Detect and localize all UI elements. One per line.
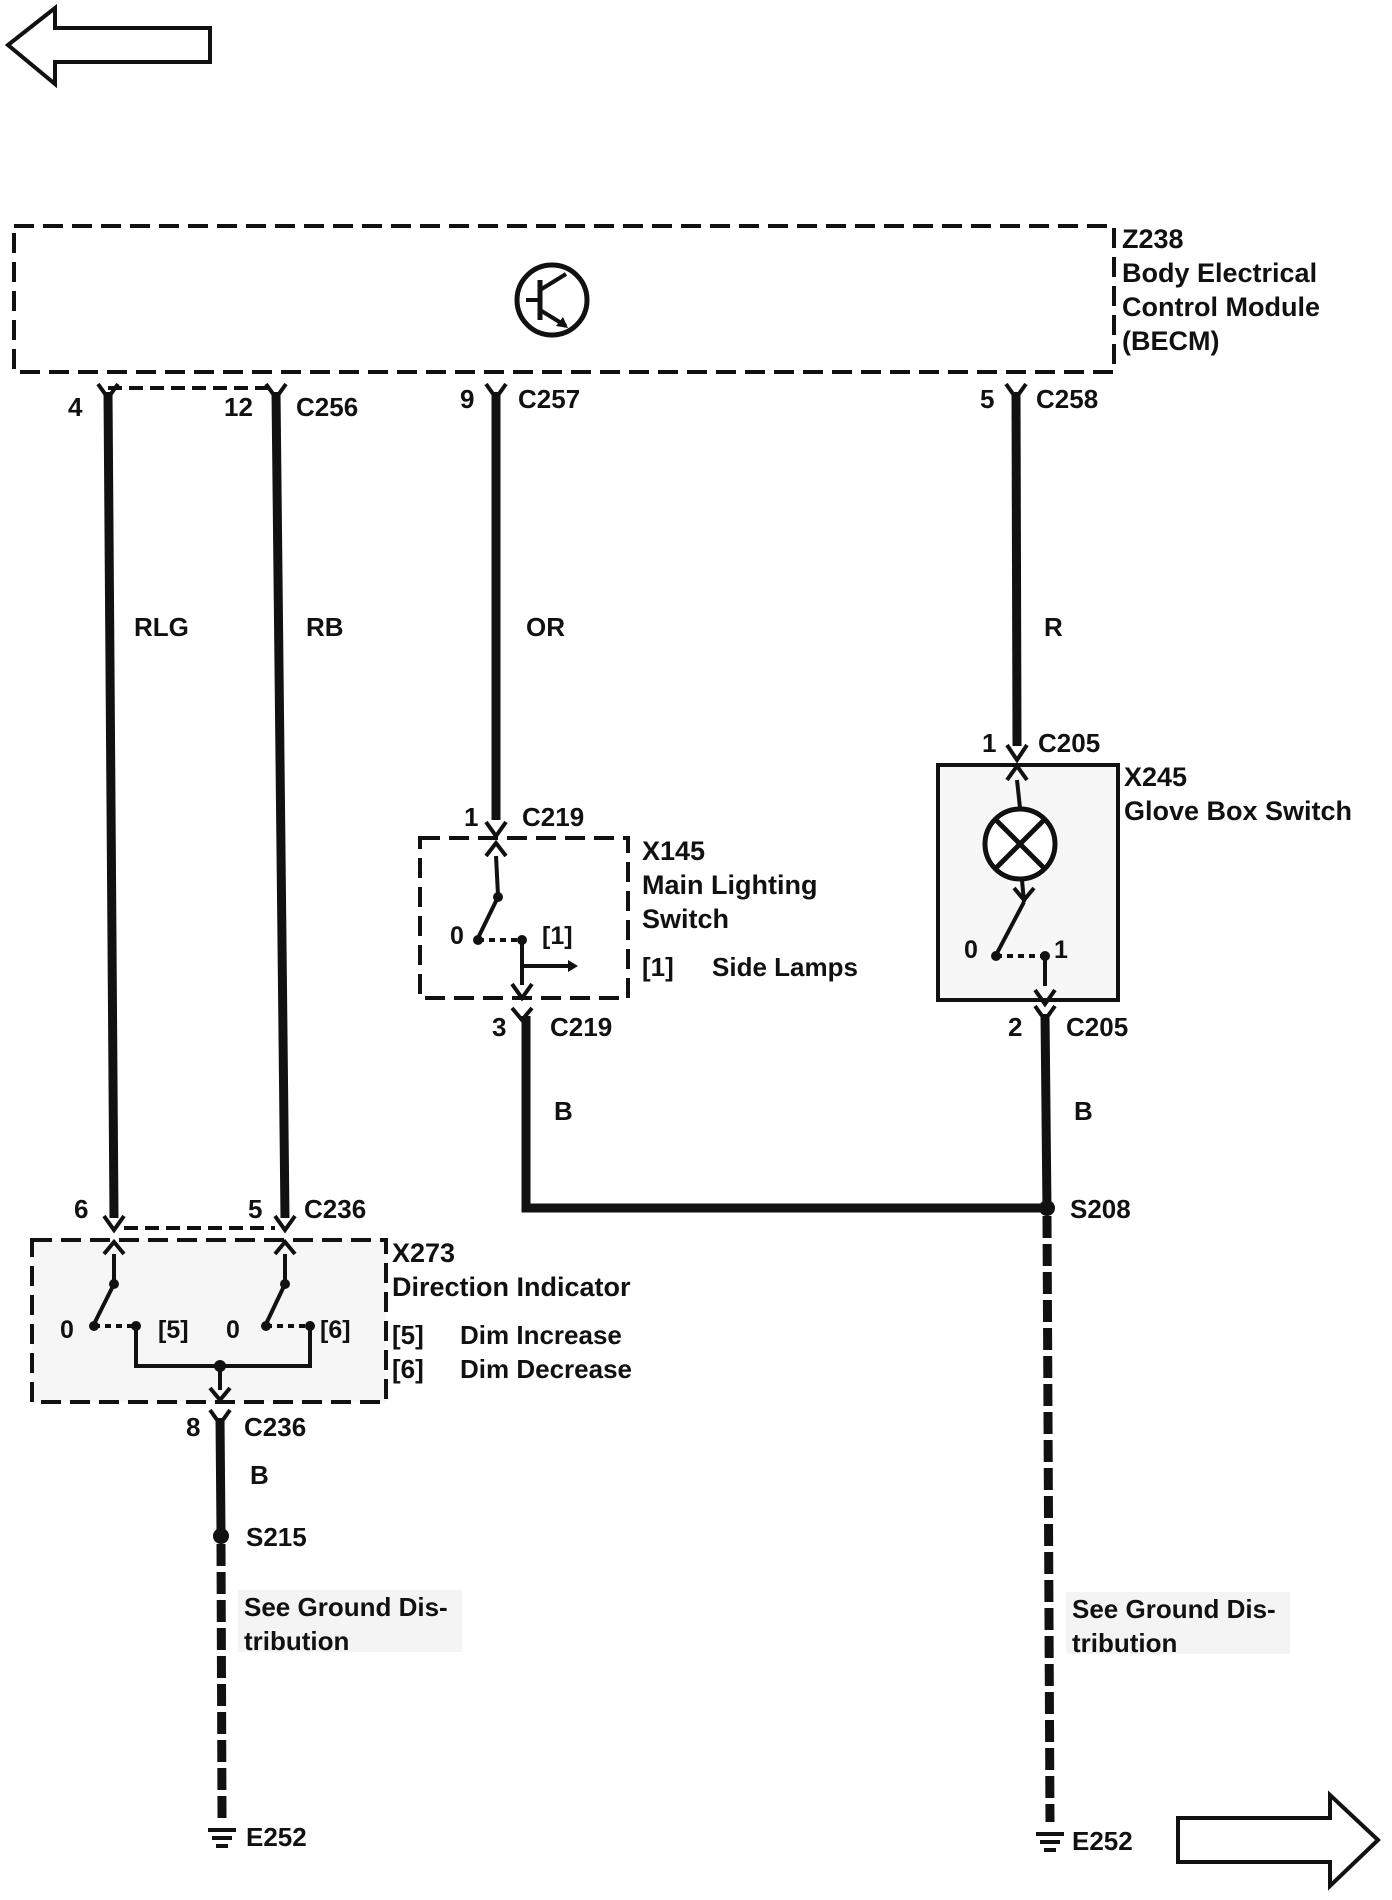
di-id: X273 (392, 1238, 455, 1268)
wire-label-rlg: RLG (134, 612, 189, 642)
glove-top-pin: 1 (982, 728, 996, 758)
di-legend2-key: [6] (392, 1354, 424, 1384)
di-sw2-pos: [6] (320, 1316, 351, 1344)
wire-rb (271, 391, 290, 1219)
pin-9-label: 9 (460, 384, 474, 414)
glove-pos-1: 1 (1054, 936, 1068, 964)
ground-run-right (1042, 1215, 1055, 1823)
glove-pos-0: 0 (964, 936, 978, 964)
becm-name-line1: Body Electrical (1122, 258, 1317, 288)
ground-icon (208, 1828, 236, 1848)
becm-id: Z238 (1122, 224, 1184, 254)
becm-module: Z238 Body Electrical Control Module (BEC… (12, 224, 1320, 374)
main-lighting-switch: 0 [1] X145 Main Lighting Switch [1] Side… (418, 820, 858, 1002)
wire-r (1011, 391, 1022, 747)
di-legend2-text: Dim Decrease (460, 1354, 632, 1384)
connector-c257: C257 (518, 384, 580, 414)
becm-name-line2: Control Module (1122, 292, 1320, 322)
ground-right-id: E252 (1072, 1826, 1133, 1856)
di-bot-conn: C236 (244, 1412, 306, 1442)
wire-b-left (215, 1417, 226, 1533)
direction-indicator: 0 [5] 0 [6] X273 Direction Indicator [5]… (30, 1238, 632, 1404)
wire-label-or: OR (526, 612, 565, 642)
ground-note-right-line1: See Ground Dis- (1072, 1594, 1276, 1624)
glove-bot-pin: 2 (1008, 1012, 1022, 1042)
glove-switch-id: X245 (1124, 762, 1187, 792)
main-switch-name-line2: Switch (642, 904, 729, 934)
ground-note-left-line2: tribution (244, 1626, 349, 1656)
arrow-left-icon[interactable] (4, 3, 212, 89)
di-legend1-key: [5] (392, 1320, 424, 1350)
main-pos-0: 0 (450, 922, 464, 950)
splice-s208 (1039, 1200, 1055, 1216)
pin-5-label: 5 (980, 384, 994, 414)
di-pin-6: 6 (74, 1194, 88, 1224)
ground-note-right-line2: tribution (1072, 1628, 1177, 1658)
connector-c258: C258 (1036, 384, 1098, 414)
di-sw1-pos: [5] (158, 1316, 189, 1344)
wire-b-right (1040, 1013, 1052, 1211)
ground-run-left (216, 1543, 227, 1819)
main-top-conn: C219 (522, 802, 584, 832)
becm-name-line3: (BECM) (1122, 326, 1219, 356)
di-sw2-pos0: 0 (226, 1316, 240, 1344)
lamp-icon (982, 806, 1058, 882)
main-pos-1: [1] (542, 922, 573, 950)
glove-switch-name: Glove Box Switch (1124, 796, 1352, 826)
main-bot-conn: C219 (550, 1012, 612, 1042)
main-legend-text: Side Lamps (712, 952, 858, 982)
wire-rlg (103, 391, 119, 1219)
glove-bot-conn: C205 (1066, 1012, 1128, 1042)
di-pin-5: 5 (248, 1194, 262, 1224)
transistor-icon (514, 262, 590, 338)
di-bot-pin: 8 (186, 1412, 200, 1442)
arrow-right-icon[interactable] (1176, 1790, 1381, 1891)
ground-icon (1036, 1832, 1064, 1852)
wire-label-b-left: B (250, 1460, 269, 1490)
ground-left-id: E252 (246, 1822, 307, 1852)
glove-box-switch: 0 1 X245 Glove Box Switch (936, 743, 1352, 1008)
wire-label-r: R (1044, 612, 1063, 642)
main-bot-pin: 3 (492, 1012, 506, 1042)
di-top-conn: C236 (304, 1194, 366, 1224)
pin-4-label: 4 (68, 392, 83, 422)
wire-label-b-main: B (554, 1096, 573, 1126)
main-legend-key: [1] (642, 952, 674, 982)
pin-12-label: 12 (224, 392, 253, 422)
wire-label-b-right: B (1074, 1096, 1093, 1126)
di-sw1-pos0: 0 (60, 1316, 74, 1344)
splice-s208-label: S208 (1070, 1194, 1131, 1224)
main-top-pin: 1 (464, 802, 478, 832)
main-switch-id: X145 (642, 836, 705, 866)
ground-note-left-line1: See Ground Dis- (244, 1592, 448, 1622)
di-legend1-text: Dim Increase (460, 1320, 622, 1350)
splice-s215-label: S215 (246, 1522, 307, 1552)
splice-s215 (213, 1528, 229, 1544)
di-name: Direction Indicator (392, 1272, 631, 1302)
connector-c256: C256 (296, 392, 358, 422)
glove-top-conn: C205 (1038, 728, 1100, 758)
main-switch-name-line1: Main Lighting (642, 870, 817, 900)
wire-label-rb: RB (306, 612, 344, 642)
wire-b-main (521, 1016, 1047, 1213)
